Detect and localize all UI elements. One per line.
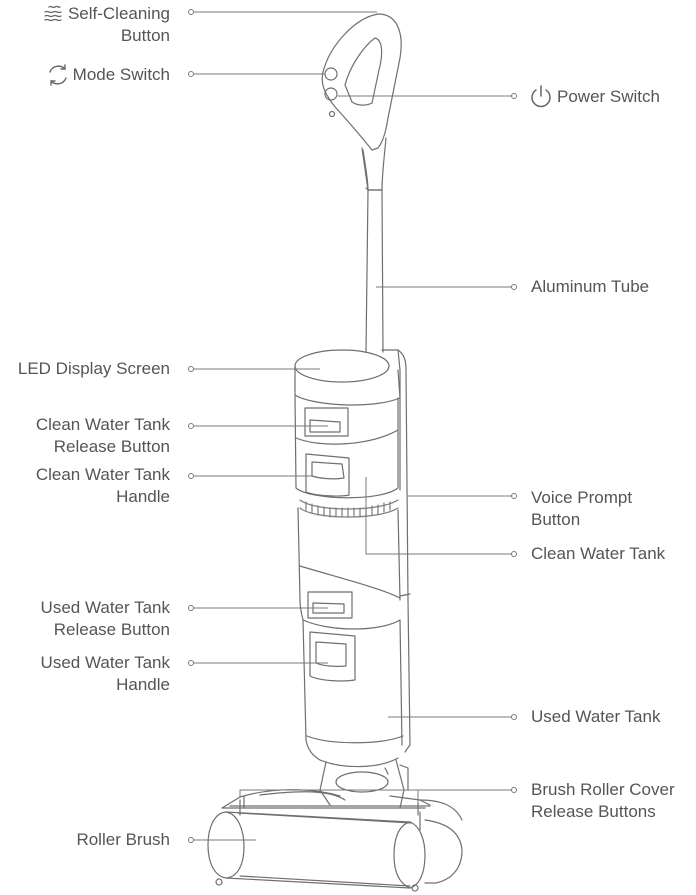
neck [319, 759, 409, 809]
label-brush-roller-cover-release-buttons: Brush Roller Cover Release Buttons [531, 779, 675, 823]
grip-ring [299, 499, 399, 518]
label-power-switch: Power Switch [528, 84, 660, 110]
used-release-line2: Release Button [53, 620, 170, 639]
clean-release-line1: Clean Water Tank [35, 415, 170, 434]
aluminum-tube-text: Aluminum Tube [531, 277, 650, 296]
label-voice-prompt-button: Voice Prompt Button [531, 487, 632, 531]
clean-water-tank-shape [294, 394, 399, 499]
label-led-display-screen: LED Display Screen [18, 358, 170, 380]
clean-release-line2: Release Button [53, 437, 170, 456]
label-clean-water-tank: Clean Water Tank [531, 543, 665, 565]
used-handle-line2: Handle [116, 675, 170, 694]
used-tank-text: Used Water Tank [531, 707, 661, 726]
self-cleaning-line2: Button [120, 26, 170, 45]
brush-cover-line1: Brush Roller Cover [531, 780, 675, 799]
led-display-text: LED Display Screen [17, 359, 170, 378]
floor-head [221, 789, 463, 821]
label-clean-water-tank-handle: Clean Water Tank Handle [36, 464, 170, 508]
led-cap [294, 349, 401, 406]
waves-icon [44, 5, 62, 22]
voice-prompt-line2: Button [531, 510, 581, 529]
clean-handle-line2: Handle [116, 487, 170, 506]
handle [321, 13, 402, 151]
clean-tank-text: Clean Water Tank [531, 544, 666, 563]
self-cleaning-line1: Self-Cleaning [67, 4, 170, 23]
power-icon [531, 85, 551, 108]
label-aluminum-tube: Aluminum Tube [531, 276, 649, 298]
label-roller-brush: Roller Brush [76, 829, 170, 851]
leader-lines [188, 9, 517, 843]
clean-handle-line1: Clean Water Tank [35, 465, 170, 484]
used-release-line1: Used Water Tank [40, 598, 170, 617]
rotate-icon [48, 64, 67, 86]
label-self-cleaning-button: Self-Cleaning Button [41, 3, 170, 47]
roller-brush-shape [207, 799, 463, 892]
brush-cover-line2: Release Buttons [531, 802, 656, 821]
label-used-water-tank: Used Water Tank [531, 706, 660, 728]
label-mode-switch: Mode Switch [46, 63, 170, 87]
label-used-water-tank-handle: Used Water Tank Handle [41, 652, 170, 696]
aluminum-tube-shape [361, 137, 387, 353]
mode-switch-text: Mode Switch [72, 65, 170, 84]
body-back [381, 349, 411, 753]
used-water-tank-shape [297, 507, 404, 768]
used-handle-line1: Used Water Tank [40, 653, 170, 672]
label-used-water-tank-release-button: Used Water Tank Release Button [41, 597, 170, 641]
power-switch-text: Power Switch [557, 87, 660, 106]
roller-brush-text: Roller Brush [76, 830, 170, 849]
label-clean-water-tank-release-button: Clean Water Tank Release Button [36, 414, 170, 458]
voice-prompt-line1: Voice Prompt [531, 488, 633, 507]
